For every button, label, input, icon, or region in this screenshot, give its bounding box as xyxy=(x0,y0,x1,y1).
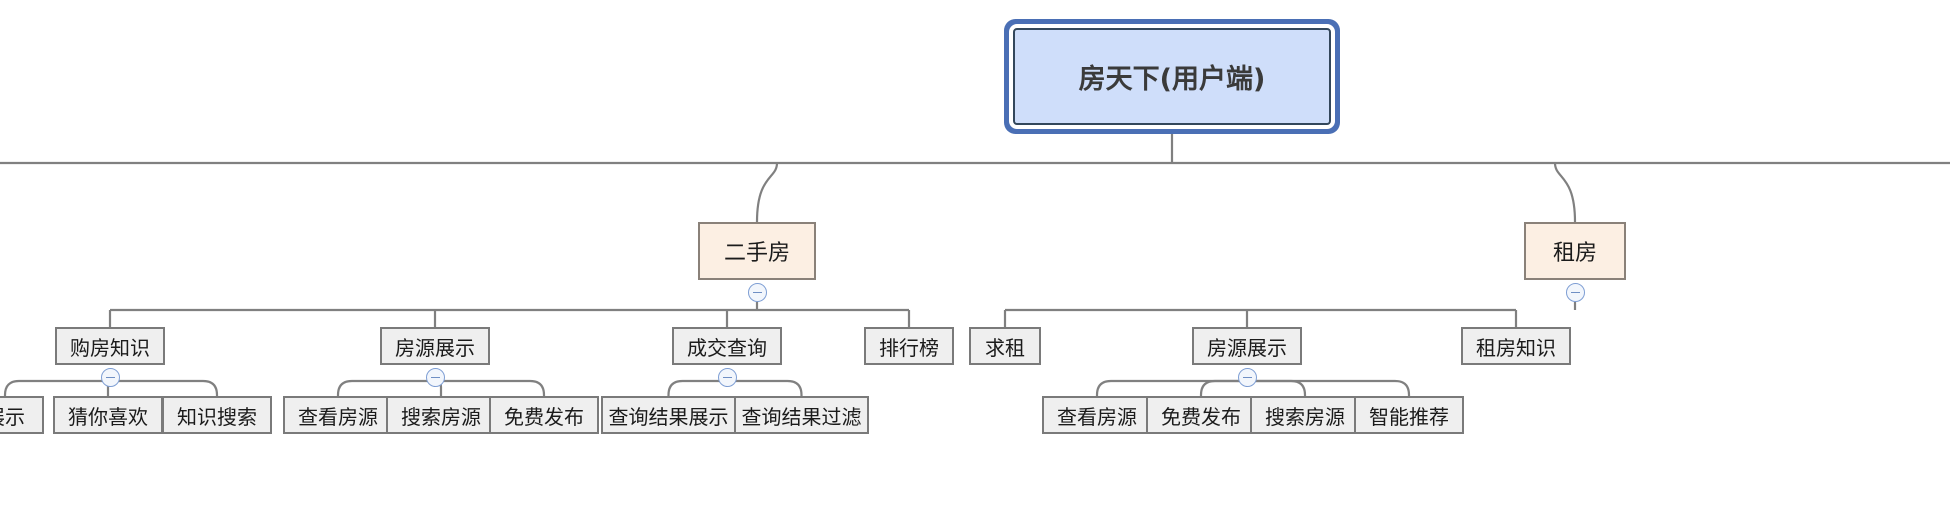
level3-node-goufangzhishi[interactable]: 购房知识 xyxy=(55,327,165,365)
collapse-toggle-zufang[interactable] xyxy=(1565,283,1585,302)
minus-circle-icon xyxy=(752,291,762,294)
level2-node-zufang[interactable]: 租房 xyxy=(1524,222,1626,280)
edge-root-to-ershoufang xyxy=(755,162,779,223)
edge-goufangzhishi-to-zhishizhanshi xyxy=(3,379,110,396)
level3-node-zufangzhishi[interactable]: 租房知识 xyxy=(1461,327,1571,365)
collapse-toggle-fangyuanzhanshi-1[interactable] xyxy=(425,368,445,387)
edge-chengjiaochaxun-to-chaxunjieguoguolv xyxy=(727,379,803,396)
edge-root-to-zufang xyxy=(1553,162,1577,223)
minus-circle-icon xyxy=(430,376,440,379)
edge-fangyuanzhanshi-1-to-mianfeifabu-1 xyxy=(435,379,546,396)
edge-fangyuanzhanshi-1-to-chakanfangyuan-1 xyxy=(336,379,435,396)
level4-node-chaxunjieguozhanshi[interactable]: 查询结果展示 xyxy=(601,396,736,434)
level3-node-fangyuanzhanshi-2[interactable]: 房源展示 xyxy=(1192,327,1302,365)
root-node[interactable]: 房天下(用户端) xyxy=(1013,28,1331,125)
level4-node-zhinengtuijian[interactable]: 智能推荐 xyxy=(1354,396,1464,434)
edge-goufangzhishi-to-zhishisousuo xyxy=(110,379,219,396)
minus-circle-icon xyxy=(1242,376,1252,379)
edge-fangyuanzhanshi-2-to-sousuofangyuan-2 xyxy=(1247,379,1307,396)
level4-node-chaxunjieguoguolv[interactable]: 查询结果过滤 xyxy=(734,396,869,434)
level4-node-mianfeifabu-2[interactable]: 免费发布 xyxy=(1146,396,1256,434)
level4-node-chakanfangyuan-1[interactable]: 查看房源 xyxy=(283,396,393,434)
level4-node-caiNiXihuan[interactable]: 猜你喜欢 xyxy=(53,396,163,434)
level4-node-zhishizhanshi[interactable]: 展示 xyxy=(0,396,44,434)
collapse-toggle-goufangzhishi[interactable] xyxy=(100,368,120,387)
level4-node-sousuofangyuan-2[interactable]: 搜索房源 xyxy=(1250,396,1360,434)
level2-node-ershoufang[interactable]: 二手房 xyxy=(698,222,816,280)
edge-fangyuanzhanshi-2-to-zhinengtuijian xyxy=(1247,379,1411,396)
level3-node-qiuzu[interactable]: 求租 xyxy=(969,327,1041,365)
level4-node-sousuofangyuan-1[interactable]: 搜索房源 xyxy=(386,396,496,434)
collapse-toggle-fangyuanzhanshi-2[interactable] xyxy=(1237,368,1257,387)
level3-node-paihangbang[interactable]: 排行榜 xyxy=(864,327,954,365)
level3-node-chengjiaochaxun[interactable]: 成交查询 xyxy=(672,327,782,365)
collapse-toggle-chengjiaochaxun[interactable] xyxy=(717,368,737,387)
level4-node-zhishisousuo[interactable]: 知识搜索 xyxy=(162,396,272,434)
minus-circle-icon xyxy=(1570,291,1580,294)
minus-circle-icon xyxy=(722,376,732,379)
edge-fangyuanzhanshi-2-to-chakanfangyuan-2 xyxy=(1095,379,1247,396)
level3-node-fangyuanzhanshi-1[interactable]: 房源展示 xyxy=(380,327,490,365)
level4-node-mianfeifabu-1[interactable]: 免费发布 xyxy=(489,396,599,434)
level4-node-chakanfangyuan-2[interactable]: 查看房源 xyxy=(1042,396,1152,434)
collapse-toggle-ershoufang[interactable] xyxy=(747,283,767,302)
edge-chengjiaochaxun-to-chaxunjieguozhanshi xyxy=(667,379,727,396)
minus-circle-icon xyxy=(105,376,115,379)
